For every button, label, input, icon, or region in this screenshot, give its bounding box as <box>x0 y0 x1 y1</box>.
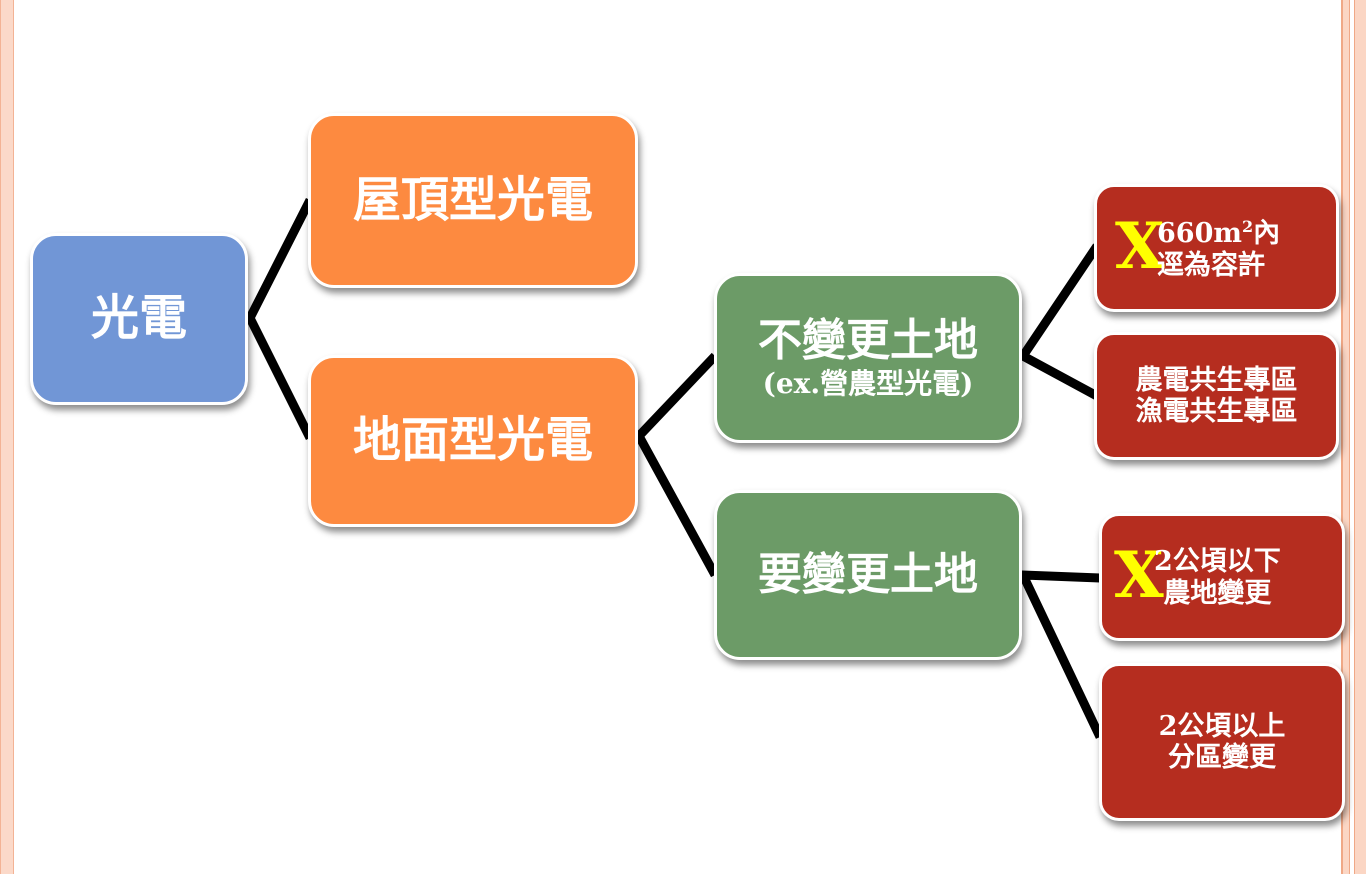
node-under-2ha: X 2公頃以下 農地變更 <box>1099 513 1345 641</box>
node-no-land-change-label: 不變更土地 <box>758 314 978 366</box>
connector-nochange-to-level3 <box>1016 243 1101 400</box>
slide-left-border <box>0 0 14 874</box>
node-660m2-permit-line2: 逕為容許 <box>1157 250 1265 282</box>
node-fishery-pv-zone: 漁電共生專區 <box>1135 396 1298 427</box>
node-over-2ha-line2: 分區變更 <box>1168 742 1276 773</box>
node-co-location-zones: 農電共生專區 漁電共生專區 <box>1094 332 1339 460</box>
node-no-land-change: 不變更土地 (ex.營農型光電) <box>714 273 1022 443</box>
node-660m2-permit-line1: 660m2內 <box>1157 217 1281 249</box>
node-ground-pv: 地面型光電 <box>308 355 638 527</box>
connector-ground-to-level2 <box>633 352 719 578</box>
node-over-2ha-line1: 2公頃以上 <box>1158 710 1286 742</box>
x-mark-icon: X <box>1115 209 1165 284</box>
node-under-2ha-line1: 2公頃以下 <box>1154 546 1281 577</box>
node-agri-pv-zone: 農電共生專區 <box>1135 364 1298 396</box>
node-over-2ha: 2公頃以上 分區變更 <box>1099 663 1345 821</box>
node-rooftop-pv-label: 屋頂型光電 <box>352 171 593 228</box>
node-land-change: 要變更土地 <box>714 490 1022 660</box>
node-660m2-permit-text: 660m2內 逕為容許 <box>1157 217 1280 283</box>
node-photovoltaic-label: 光電 <box>90 290 187 347</box>
x-mark-icon: X <box>1114 538 1164 613</box>
connector-change-to-level3 <box>1015 570 1105 739</box>
node-no-land-change-sub: (ex.營農型光電) <box>762 367 974 401</box>
node-ground-pv-label: 地面型光電 <box>352 412 593 469</box>
node-660m2-permit: X 660m2內 逕為容許 <box>1094 184 1339 312</box>
node-rooftop-pv: 屋頂型光電 <box>308 113 638 288</box>
node-land-change-label: 要變更土地 <box>758 548 978 600</box>
node-under-2ha-line2: 農地變更 <box>1163 578 1272 610</box>
slide-right-border <box>1341 0 1366 874</box>
node-photovoltaic: 光電 <box>30 233 248 405</box>
node-under-2ha-text: 2公頃以下 農地變更 <box>1154 546 1281 611</box>
connector-root-to-level1 <box>244 197 315 441</box>
